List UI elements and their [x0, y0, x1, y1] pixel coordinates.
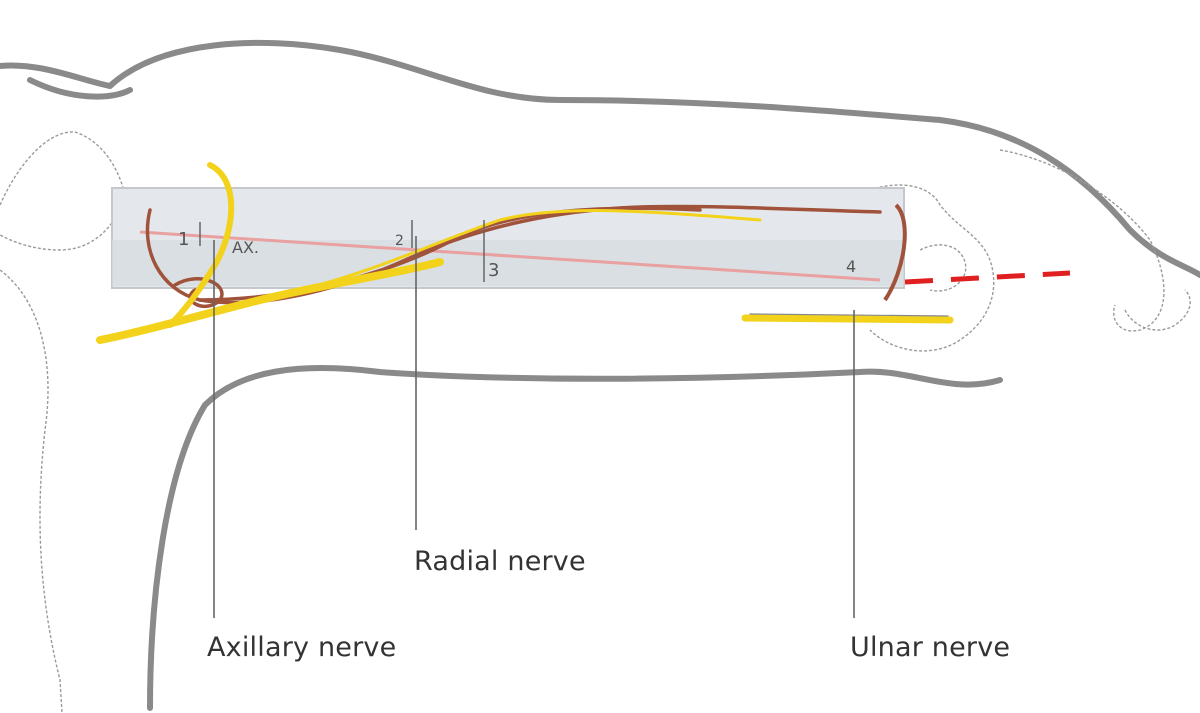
axillary-nerve-branch: [167, 162, 235, 328]
ulnar-nerve-segment: [741, 314, 954, 324]
midline-projection: [904, 270, 1071, 285]
scapula-outline: [0, 131, 126, 251]
bone-markings: 1 AX. 2 3 4: [178, 220, 856, 282]
shoulder-blade-lower: [0, 269, 63, 713]
mark-2: 2: [395, 233, 404, 249]
upper-arm-contour: [0, 39, 1200, 278]
hand-outline: [999, 149, 1165, 332]
elbow-condyle: [869, 184, 995, 352]
skeleton-outline: [0, 131, 1191, 713]
nerve-plexus-main: [96, 258, 444, 344]
mark-4: 4: [846, 257, 856, 276]
fingers: [1124, 289, 1191, 331]
mark-3: 3: [488, 260, 499, 281]
bone-end-curl: [883, 203, 907, 302]
radial-nerve-label: Radial nerve: [414, 546, 586, 577]
olecranon: [919, 244, 967, 292]
mark-ax: AX.: [232, 238, 259, 257]
bone-midline: [139, 230, 881, 282]
bone-shaft-highlight: [112, 240, 904, 286]
ulnar-nerve-label: Ulnar nerve: [850, 632, 1011, 663]
bone-model: [111, 187, 907, 302]
nerves: [96, 162, 954, 344]
mark-1: 1: [178, 229, 189, 250]
upper-arm-inner-contour: [27, 77, 133, 100]
leader-lines: [213, 236, 855, 618]
axillary-nerve-label: Axillary nerve: [207, 632, 397, 663]
forearm-lower-contour: [147, 365, 1003, 711]
arm-outline: [0, 39, 1200, 711]
ulnar-nerve-edge: [749, 313, 949, 317]
radial-nerve-course: [298, 209, 762, 292]
